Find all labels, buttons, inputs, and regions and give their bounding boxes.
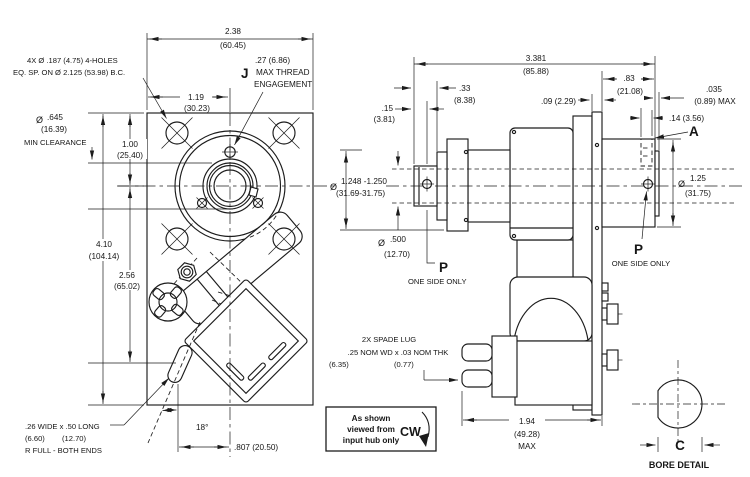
dim-height: 4.10 — [96, 240, 112, 249]
spade-lug-terminals — [461, 335, 518, 398]
ref-p-right: P — [634, 242, 643, 257]
note-thread-1: MAX THREAD — [256, 68, 310, 77]
note-slot-1: .26 WIDE x .50 LONG — [25, 422, 100, 431]
dim-hub: .33 — [459, 84, 471, 93]
rotation-direction-label: CW — [400, 425, 421, 439]
dim-depth: 1.94 — [519, 417, 535, 426]
dim-cap: .035 — [706, 85, 722, 94]
dim-length-mm: (85.88) — [523, 67, 549, 76]
mounting-slot — [167, 345, 193, 383]
rotation-note-line2: viewed from — [347, 425, 395, 434]
mounting-plate-edge — [591, 111, 603, 416]
dim-pin-mm: (3.81) — [374, 115, 396, 124]
note-lug-3b: (0.77) — [394, 360, 414, 369]
side-view: 3.381 (85.88) .33 (8.38) .15 (3.81) .83 … — [329, 54, 744, 451]
dim-out: .83 — [623, 74, 635, 83]
dim-clear-val: .645 — [47, 113, 63, 122]
plate-bolts — [601, 282, 623, 371]
note-lug-3a: (6.35) — [329, 360, 349, 369]
rotation-note: As shown viewed from input hub only CW — [325, 406, 437, 452]
dim-key: .14 (3.56) — [669, 114, 704, 123]
screw-dots — [463, 129, 600, 239]
dim-ctr: 1.00 — [122, 140, 138, 149]
ref-a: A — [689, 124, 699, 139]
dim-hole-cc: 1.19 — [188, 93, 204, 102]
dim-outdia: 1.25 — [690, 174, 706, 183]
motor-case — [509, 276, 593, 406]
rotation-note-box — [325, 406, 437, 452]
dim-pin: .15 — [382, 104, 394, 113]
bore-detail-title: BORE DETAIL — [649, 460, 710, 470]
dim-angle: 18° — [196, 423, 208, 432]
hex-nut — [177, 262, 197, 282]
note-lug-1: 2X SPADE LUG — [362, 335, 416, 344]
dim-ctr-mm: (25.40) — [117, 151, 143, 160]
dim-pilot-mm: (31.69-31.75) — [336, 189, 385, 198]
note-p-right: ONE SIDE ONLY — [612, 259, 671, 268]
motor-body-square — [184, 279, 308, 403]
rotation-note-line3: input hub only — [343, 436, 400, 445]
gearbox-body — [509, 127, 574, 241]
note-p-left: ONE SIDE ONLY — [408, 277, 467, 286]
mounting-holes — [161, 117, 300, 255]
dim-slot-x: .807 (20.50) — [234, 443, 278, 452]
side-view-dimensions: 3.381 (85.88) .33 (8.38) .15 (3.81) .83 … — [329, 54, 736, 451]
small-holes — [196, 197, 264, 209]
dim-slot-h: 2.56 — [119, 271, 135, 280]
dim-depth-max: MAX — [518, 442, 536, 451]
dim-outdia-sym: Ø — [678, 179, 685, 189]
note-min-clearance: MIN CLEARANCE — [24, 138, 86, 147]
side-view-geometry — [386, 111, 744, 416]
note-holes-1: 4X Ø .187 (4.75) 4-HOLES — [27, 56, 118, 65]
front-view: 2.38 (60.45) 1.19 (30.23) 1.00 (25.40) 2… — [13, 27, 338, 457]
cw-arrow-head — [419, 433, 429, 447]
setscrew-hidden — [640, 138, 653, 167]
dim-out-mm: (21.08) — [617, 87, 643, 96]
dim-length: 3.381 — [526, 54, 547, 63]
dim-hub-mm: (8.38) — [454, 96, 476, 105]
dim-shaft-sym: Ø — [378, 238, 385, 248]
note-slot-2b: (12.70) — [62, 434, 87, 443]
note-slot-3: R FULL - BOTH ENDS — [25, 446, 102, 455]
note-thread-2: ENGAGEMENT — [254, 80, 312, 89]
bore-detail: C BORE DETAIL — [632, 360, 725, 470]
rotation-note-line1: As shown — [352, 414, 391, 423]
diagonal-arm — [177, 211, 303, 325]
end-cap — [654, 150, 660, 217]
dim-depth-mm: (49.28) — [514, 430, 540, 439]
dim-slot-h-mm: (65.02) — [114, 282, 140, 291]
dim-clear-sym: Ø — [36, 115, 43, 125]
front-view-geometry — [88, 112, 338, 457]
dim-width: 2.38 — [225, 27, 241, 36]
bore-circle — [657, 379, 703, 429]
dim-plate: .09 (2.29) — [541, 97, 576, 106]
dim-height-mm: (104.14) — [89, 252, 120, 261]
dim-shaft-mm: (12.70) — [384, 250, 410, 259]
dim-thread: .27 (6.86) — [255, 56, 290, 65]
pin-hole-right — [641, 176, 655, 192]
note-slot-2a: (6.60) — [25, 434, 45, 443]
pin-hole-left — [420, 176, 434, 192]
dim-width-mm: (60.45) — [220, 41, 246, 50]
dim-cap-mm: (0.89) MAX — [694, 97, 736, 106]
note-lug-2: .25 NOM WD x .03 NOM THK — [348, 348, 449, 357]
front-view-dimensions: 2.38 (60.45) 1.19 (30.23) 1.00 (25.40) 2… — [13, 27, 314, 455]
dim-pilot-sym: Ø — [330, 182, 337, 192]
dim-outdia-mm: (31.75) — [685, 189, 711, 198]
dim-pilot: 1.248 -1.250 — [341, 177, 387, 186]
ref-j: J — [241, 66, 249, 81]
bore-dim-label: C — [675, 438, 685, 453]
ref-p-left: P — [439, 260, 448, 275]
dim-hole-cc-mm: (30.23) — [184, 104, 210, 113]
note-holes-2: EQ. SP. ON Ø 2.125 (53.98) B.C. — [13, 68, 125, 77]
dim-clear-mm: (16.39) — [41, 125, 67, 134]
dim-shaft: .500 — [390, 235, 406, 244]
coupling-hub — [148, 282, 188, 322]
